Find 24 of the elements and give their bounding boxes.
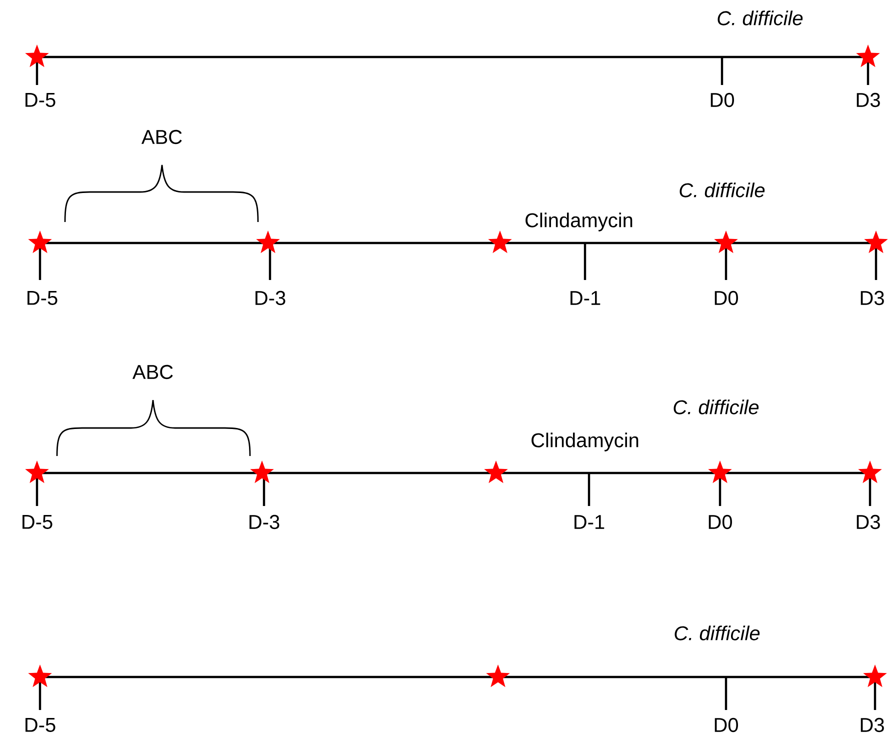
- timeline-label: D0: [708, 514, 732, 530]
- timeline-label: D-5: [26, 93, 56, 107]
- timeline-label: D-1: [570, 291, 600, 305]
- timeline-label: ABC: [132, 364, 173, 380]
- timeline-label: Clindamycin: [532, 432, 638, 452]
- timeline-label: ABC: [141, 130, 182, 144]
- timeline-label: D3: [860, 290, 884, 306]
- timeline-label: D-5: [22, 515, 52, 529]
- timeline-label: D0: [714, 290, 738, 306]
- timeline-label: D-3: [256, 290, 286, 306]
- timeline-label: Clindamycin: [526, 212, 632, 232]
- timeline-label: C. difficile: [680, 182, 765, 198]
- timeline-label: D-3: [250, 514, 280, 530]
- timeline-label: D3: [856, 92, 880, 108]
- timeline-label: D0: [710, 92, 734, 108]
- timeline-label: C. difficile: [718, 10, 803, 26]
- timeline-label: D3: [856, 514, 880, 530]
- timeline-label: C. difficile: [674, 626, 760, 640]
- timeline-label: C. difficile: [674, 400, 759, 414]
- timeline-label: D0: [714, 718, 738, 732]
- timeline-label: D-5: [26, 718, 56, 732]
- timeline-label: D-5: [28, 291, 58, 305]
- timeline-label: D-1: [574, 515, 604, 529]
- timeline-label: D3: [860, 718, 884, 732]
